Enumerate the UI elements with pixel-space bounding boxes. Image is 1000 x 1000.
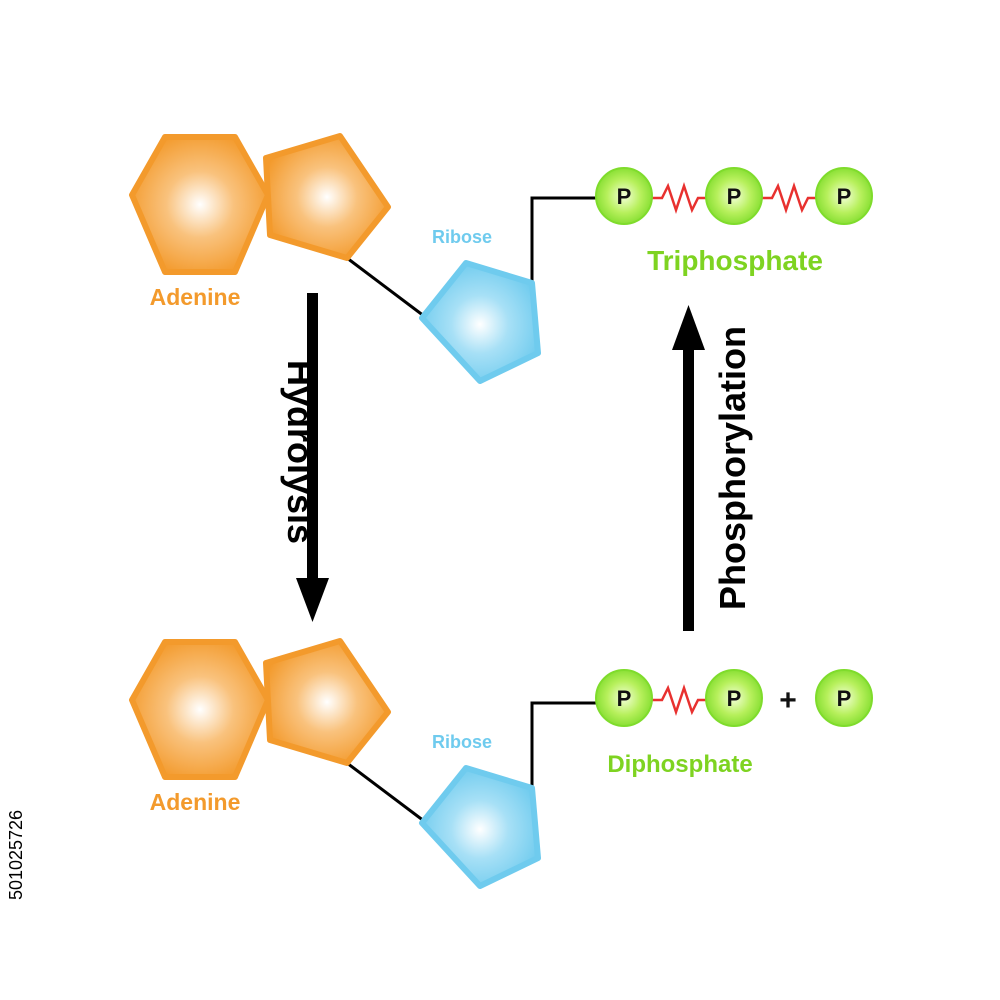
- high-energy-bond: [652, 684, 706, 716]
- adenine-hexagon: [129, 134, 271, 275]
- hydrolysis-label: Hydrolysis: [280, 360, 321, 544]
- ribose-pentagon: [419, 765, 541, 889]
- adenine-ribose-link: [346, 761, 425, 823]
- phosphate-circle-2: [705, 167, 763, 225]
- phosphate-symbol-2: P: [727, 184, 742, 209]
- triphosphate-label: Triphosphate: [647, 245, 823, 276]
- stock-id-text: 501025726: [6, 810, 26, 900]
- high-energy-bond-2: [762, 182, 816, 214]
- ribose-phosphate-link: [530, 196, 596, 283]
- phosphorylation-label: Phosphorylation: [712, 326, 753, 610]
- phosphate-circle-1: [595, 167, 653, 225]
- free-phosphate-circle: [815, 669, 873, 727]
- ribose-phosphate-link: [530, 701, 596, 788]
- stock-id-watermark: 501025726: [6, 810, 26, 900]
- high-energy-bond-1: [652, 182, 706, 214]
- diphosphate-label: Diphosphate: [607, 751, 752, 778]
- adenine-pentagon: [263, 133, 391, 261]
- adenine-ribose-link: [346, 256, 425, 318]
- phosphate-symbol-1: P: [617, 686, 632, 711]
- ribose-pentagon: [419, 260, 541, 384]
- free-phosphate-symbol: P: [837, 686, 852, 711]
- phosphate-symbol-3: P: [837, 184, 852, 209]
- adenine-label: Adenine: [150, 284, 241, 310]
- phosphate-circle-1: [595, 669, 653, 727]
- phosphate-circle-3: [815, 167, 873, 225]
- adenine-pentagon: [263, 638, 391, 766]
- phosphate-symbol-1: P: [617, 184, 632, 209]
- phosphate-circle-2: [705, 669, 763, 727]
- ribose-label: Ribose: [432, 732, 492, 752]
- ribose-label: Ribose: [432, 227, 492, 247]
- phosphate-symbol-2: P: [727, 686, 742, 711]
- hydrolysis-arrow: Hydrolysis: [280, 293, 329, 622]
- plus-sign: +: [779, 684, 797, 717]
- adp-molecule: P P P + Adenine Ribose Diphosphate: [129, 638, 873, 889]
- phosphorylation-arrow: Phosphorylation: [672, 305, 753, 631]
- atp-molecule: P P P Adenine Ribose Triphosphate: [129, 133, 873, 384]
- adenine-hexagon: [129, 639, 271, 780]
- adenine-label: Adenine: [150, 789, 241, 815]
